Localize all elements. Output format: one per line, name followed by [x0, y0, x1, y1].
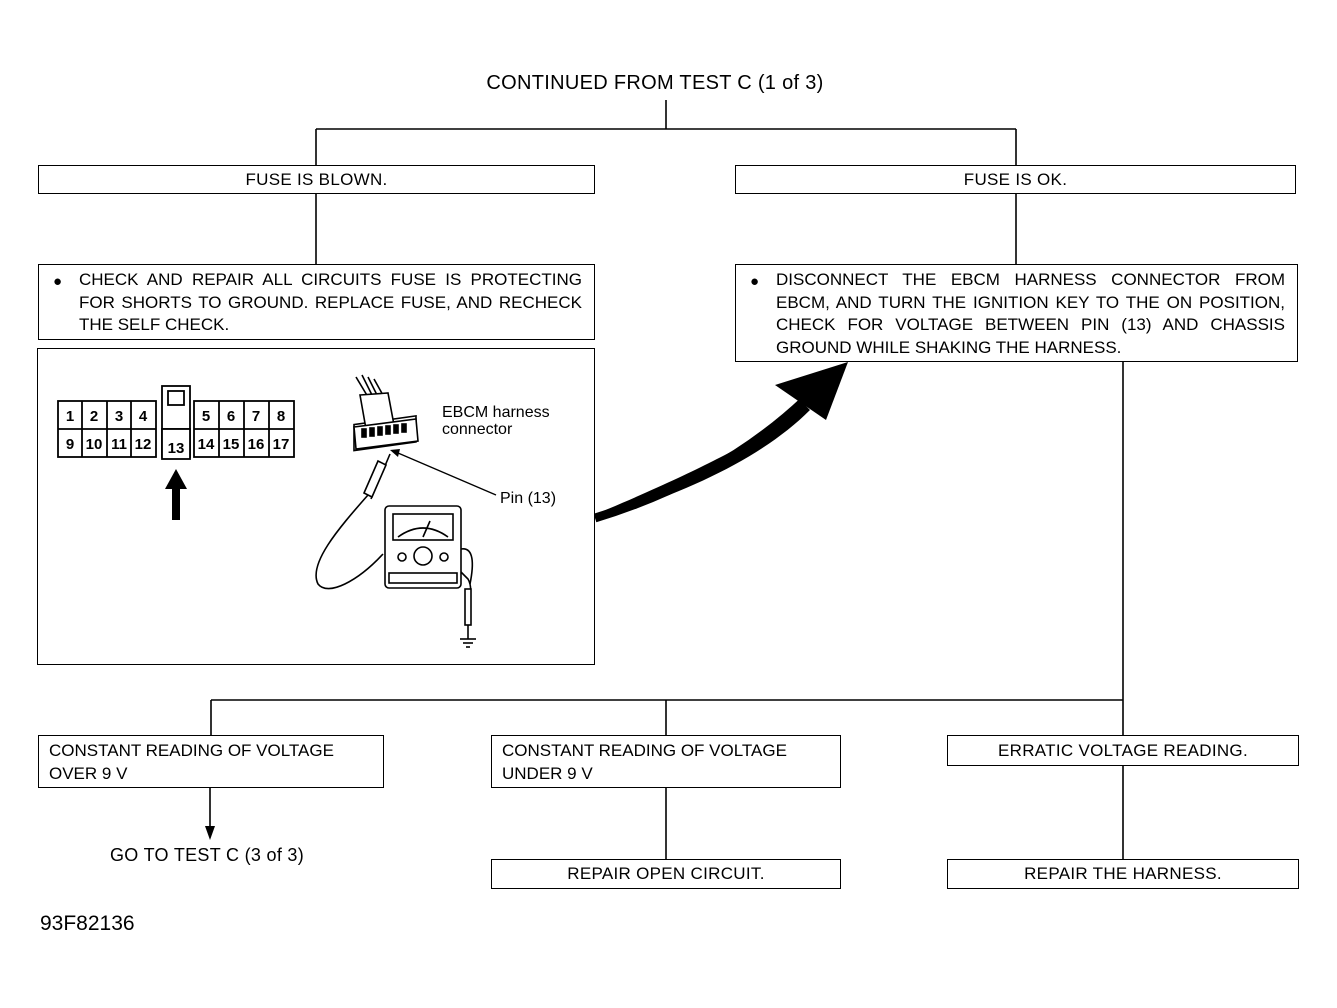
pin-11: 11 [111, 436, 127, 453]
ground-lead-icon [460, 548, 476, 648]
pin-2: 2 [90, 408, 98, 425]
pin-13-arrow-icon [165, 469, 187, 520]
repair-open-circuit-box: REPAIR OPEN CIRCUIT. [491, 859, 841, 889]
voltmeter-icon [384, 505, 462, 589]
pin-9: 9 [66, 436, 74, 453]
erratic-voltage-box: ERRATIC VOLTAGE READING. [947, 735, 1299, 766]
harness-connector-icon [353, 374, 419, 452]
illustration-panel: 1 2 3 4 5 6 7 8 9 10 11 12 13 14 15 16 1… [37, 348, 595, 665]
pin-6: 6 [227, 408, 235, 425]
pin-13: 13 [168, 440, 185, 457]
big-curved-arrow [596, 404, 810, 520]
pin-13-label: Pin (13) [500, 490, 556, 507]
goto-arrowhead [205, 826, 215, 840]
over-9v-box: CONSTANT READING OF VOLTAGE OVER 9 V [38, 735, 384, 788]
repair-harness-box: REPAIR THE HARNESS. [947, 859, 1299, 889]
pin-5: 5 [202, 408, 210, 425]
pin-4: 4 [139, 408, 148, 425]
pin-16: 16 [248, 436, 265, 453]
connector-label: connector [442, 421, 513, 438]
pin-1: 1 [66, 408, 74, 425]
ebcm-harness-label: EBCM harness [442, 404, 550, 421]
continued-from-header: CONTINUED FROM TEST C (1 of 3) [486, 72, 824, 94]
pin-7: 7 [252, 408, 260, 425]
pin-10: 10 [86, 436, 103, 453]
under-9v-box: CONSTANT READING OF VOLTAGE UNDER 9 V [491, 735, 841, 788]
pin-15: 15 [223, 436, 240, 453]
pin-12: 12 [135, 436, 152, 453]
disconnect-text: DISCONNECT THE EBCM HARNESS CONNECTOR FR… [776, 270, 1285, 357]
check-repair-box: ● CHECK AND REPAIR ALL CIRCUITS FUSE IS … [38, 264, 595, 340]
pin-14: 14 [198, 436, 215, 453]
pin-8: 8 [277, 408, 285, 425]
fuse-ok-box: FUSE IS OK. [735, 165, 1296, 194]
bullet-icon: ● [750, 273, 760, 290]
bullet-icon: ● [53, 273, 63, 290]
connector-illustration: 1 2 3 4 5 6 7 8 9 10 11 12 13 14 15 16 1… [57, 374, 556, 648]
goto-test-c-text: GO TO TEST C (3 of 3) [110, 845, 305, 865]
pin-3: 3 [115, 408, 123, 425]
big-arrowhead [775, 362, 848, 420]
check-repair-text: CHECK AND REPAIR ALL CIRCUITS FUSE IS PR… [79, 270, 582, 334]
figure-code: 93F82136 [40, 912, 135, 935]
disconnect-box: ● DISCONNECT THE EBCM HARNESS CONNECTOR … [735, 264, 1298, 362]
fuse-blown-box: FUSE IS BLOWN. [38, 165, 595, 194]
pin-17: 17 [273, 436, 290, 453]
